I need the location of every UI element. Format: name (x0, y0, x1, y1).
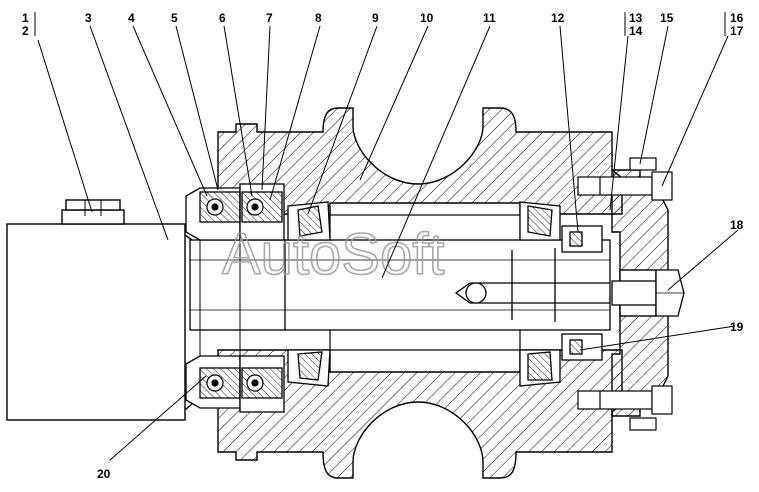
part-label-2: 2 (22, 24, 29, 38)
part-label-4: 4 (128, 11, 135, 25)
part-label-7: 7 (266, 11, 273, 25)
part-label-9: 9 (372, 11, 379, 25)
leader-lines (34, 12, 739, 461)
part-label-11: 11 (483, 11, 496, 25)
watermark: AutoSoft (222, 222, 444, 287)
part-label-1: 1 (22, 11, 29, 25)
part-label-14: 14 (629, 24, 643, 38)
housing-block (6, 199, 193, 421)
part-label-6: 6 (219, 11, 226, 25)
axle-shaft (189, 239, 611, 331)
part-label-3: 3 (85, 11, 92, 25)
part-label-18: 18 (730, 218, 744, 232)
seal-balls (206, 198, 264, 392)
part-label-12: 12 (551, 11, 565, 25)
part-label-10: 10 (420, 11, 434, 25)
cap-bolts (577, 157, 673, 431)
right-bearing (519, 201, 561, 387)
part-label-8: 8 (315, 11, 322, 25)
part-label-17: 17 (730, 24, 744, 38)
left-bearing (287, 201, 331, 387)
part-label-15: 15 (660, 11, 674, 25)
part-label-13: 13 (629, 11, 643, 25)
part-number-labels: 1 2 3 4 5 6 7 8 9 10 11 12 13 14 15 16 1… (22, 11, 744, 481)
part-label-5: 5 (171, 11, 178, 25)
center-bolt (611, 269, 685, 317)
part-label-20: 20 (97, 467, 111, 481)
lock-nut (561, 225, 603, 361)
part-label-19: 19 (730, 320, 744, 334)
part-label-16: 16 (730, 11, 744, 25)
